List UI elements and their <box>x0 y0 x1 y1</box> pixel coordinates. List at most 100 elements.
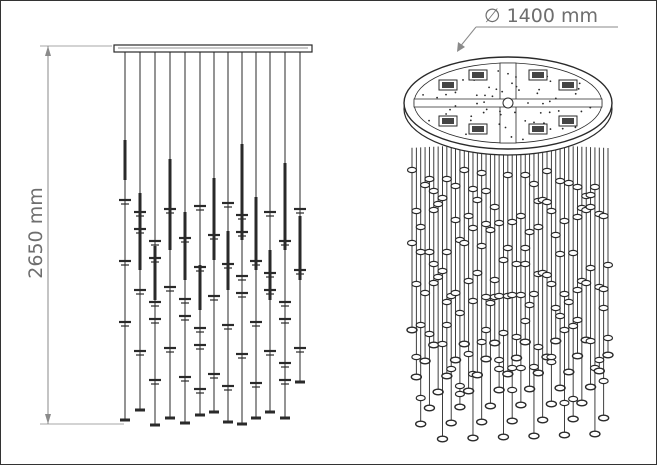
canopy-dot <box>483 101 485 104</box>
crystal-disc <box>541 198 553 206</box>
crystal-rod <box>123 140 127 180</box>
crystal-disc <box>494 356 505 364</box>
driver-box <box>528 69 548 81</box>
crystal-disc <box>511 333 522 341</box>
pendant-cable <box>489 143 501 347</box>
pendant-end-disc <box>510 354 523 362</box>
crystal-rod <box>153 246 157 300</box>
pendant-cable <box>550 145 562 345</box>
pendant-end-disc <box>467 434 479 442</box>
canopy-dot <box>574 92 577 95</box>
pendant-cable <box>580 146 592 344</box>
pendant-end-disc <box>597 414 610 422</box>
crystal-disc <box>419 289 431 297</box>
crystal-disc <box>476 242 487 250</box>
canopy-dot <box>491 95 494 98</box>
pendant-end-disc <box>454 403 466 411</box>
crystal-disc <box>550 304 561 312</box>
pendant-cable <box>419 147 431 365</box>
canopy-dot <box>482 111 485 114</box>
crystal-rod <box>183 212 187 280</box>
crystal-disc <box>533 223 544 231</box>
pendant-end-disc <box>410 373 423 381</box>
canopy-dot <box>515 85 518 88</box>
pendant-cable <box>541 144 553 361</box>
crystal-disc <box>515 291 526 299</box>
crystal-disc <box>472 269 483 277</box>
crystal-rod <box>168 159 172 250</box>
crystal-disc <box>450 216 461 224</box>
crystal-disc <box>441 175 452 183</box>
crystal-disc <box>507 364 518 372</box>
crystal-disc <box>546 207 557 215</box>
pendant-end-disc <box>576 399 588 407</box>
canopy-dot <box>578 82 581 85</box>
diameter-leader-diagonal <box>458 26 477 49</box>
pendant-end-disc <box>441 372 453 380</box>
diameter-dimension-label: ∅ 1400 mm <box>484 5 598 27</box>
pendant-end-disc <box>458 340 470 348</box>
crystal-disc <box>437 267 448 275</box>
driver-box-fill <box>532 126 544 132</box>
canopy-dot <box>515 76 517 78</box>
pendant-cable <box>458 145 470 348</box>
pendant-end-disc <box>406 326 418 334</box>
crystal-disc <box>572 316 583 324</box>
crystal-disc <box>480 326 492 334</box>
driver-box-fill <box>532 72 544 78</box>
pendant-rod <box>236 52 248 426</box>
pendant-end-disc <box>558 431 571 439</box>
pendant-end-disc <box>523 385 536 393</box>
canopy-dot <box>454 91 457 94</box>
height-arrow-top <box>45 46 51 56</box>
pendant-end-disc <box>532 369 545 377</box>
crystal-disc <box>541 271 553 279</box>
pendant-end-disc <box>515 401 527 409</box>
canopy-dot <box>445 93 447 96</box>
crystal-disc <box>511 260 522 268</box>
crystal-rod <box>254 197 258 270</box>
canopy-dot <box>533 121 535 124</box>
pendant-cable <box>563 146 575 376</box>
crystal-disc <box>441 248 452 256</box>
crystal-disc <box>454 390 466 398</box>
pendant-rod <box>279 52 291 420</box>
crystal-disc <box>598 212 609 220</box>
crystal-disc <box>476 169 487 177</box>
crystal-disc <box>524 301 535 309</box>
crystal-disc <box>602 261 614 269</box>
crystal-disc <box>411 353 422 361</box>
canopy-dot <box>501 90 504 93</box>
pendant-cable <box>593 147 605 375</box>
crystal-disc <box>528 363 540 371</box>
crystal-rod <box>268 250 272 300</box>
canopy-dot <box>497 70 500 72</box>
canopy-dot <box>548 100 551 103</box>
pendant-cable <box>589 147 601 438</box>
pendant-cable <box>528 144 540 440</box>
crystal-disc <box>441 298 452 306</box>
pendant-end-disc <box>602 351 614 359</box>
crystal-disc <box>585 264 596 272</box>
crystal-rod <box>138 193 142 270</box>
pendant-rod <box>264 52 276 414</box>
pendant-end-disc <box>502 370 514 378</box>
crystal-disc <box>598 285 609 293</box>
crystal-disc <box>520 260 531 268</box>
driver-box-fill <box>442 118 454 124</box>
canopy-dot <box>422 94 424 96</box>
canopy-dot <box>524 119 527 122</box>
pendant-cable <box>558 145 571 439</box>
pendant-rod <box>149 52 161 427</box>
crystal-disc <box>572 286 583 294</box>
pendant-end-disc <box>506 417 518 425</box>
pendant-cable <box>554 145 566 392</box>
crystal-disc <box>433 200 444 208</box>
crystal-disc <box>441 321 452 329</box>
side-elevation-view <box>113 44 313 427</box>
perspective-view <box>403 56 614 443</box>
driver-box-fill <box>562 118 574 124</box>
pendant-rod <box>208 52 220 414</box>
crystal-disc <box>419 181 431 189</box>
